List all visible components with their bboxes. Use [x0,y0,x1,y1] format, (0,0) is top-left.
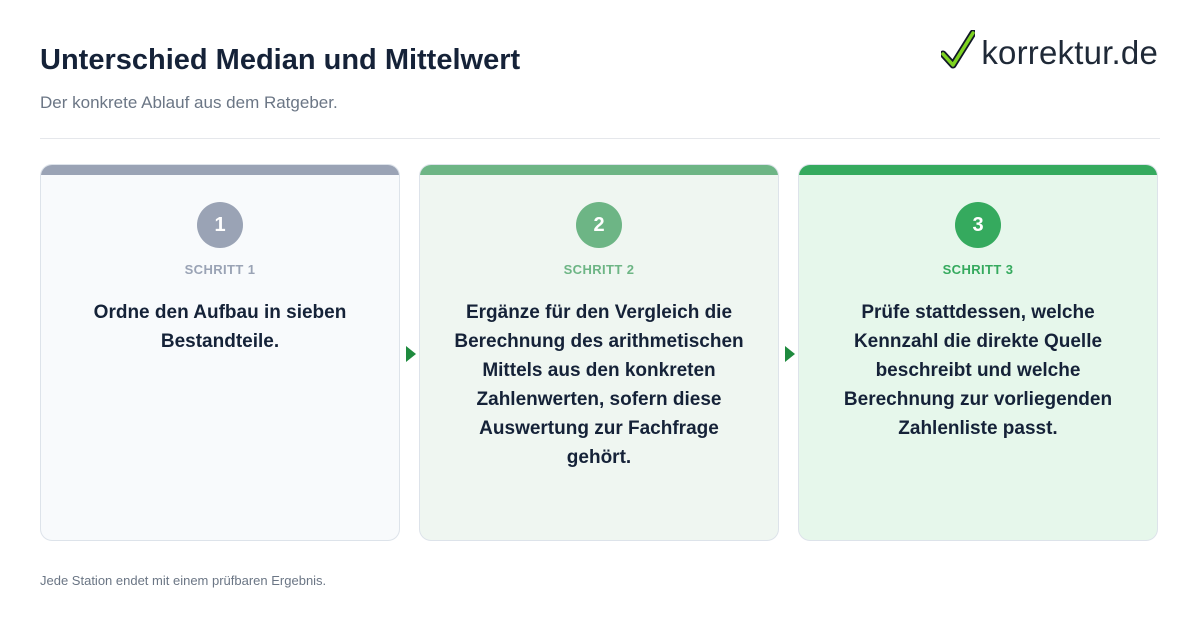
step-2-number-badge: 2 [576,202,622,248]
step-card-2: 2 SCHRITT 2 Ergänze für den Vergleich di… [419,164,779,541]
footer-note: Jede Station endet mit einem prüfbaren E… [40,573,327,588]
arrow-right-icon [785,346,795,362]
arrow-right-icon [406,346,416,362]
logo-text: korrektur.de [981,33,1158,71]
step-card-1: 1 SCHRITT 1 Ordne den Aufbau in sieben B… [40,164,400,541]
checkmark-icon [939,29,977,75]
step-card-2-bar [420,165,778,175]
step-card-3: 3 SCHRITT 3 Prüfe stattdessen, welche Ke… [798,164,1158,541]
step-3-label: SCHRITT 3 [942,262,1014,277]
step-3-text: Prüfe stattdessen, welche Kennzahl die d… [843,302,1113,439]
page-title: Unterschied Median und Mittelwert [40,44,521,76]
header-divider [40,138,1160,139]
step-1-number-badge: 1 [197,202,243,248]
page-subtitle: Der konkrete Ablauf aus dem Ratgeber. [40,93,338,112]
step-3-number-badge: 3 [955,202,1001,248]
step-1-text: Ordne den Aufbau in sieben Bestandteile. [93,302,347,352]
step-1-label: SCHRITT 1 [184,262,256,277]
step-card-3-bar [799,165,1157,175]
step-2-label: SCHRITT 2 [563,262,635,277]
brand-logo[interactable]: korrektur.de [939,29,1158,75]
step-2-text: Ergänze für den Vergleich die Berechnung… [454,302,744,468]
step-card-1-bar [41,165,399,175]
